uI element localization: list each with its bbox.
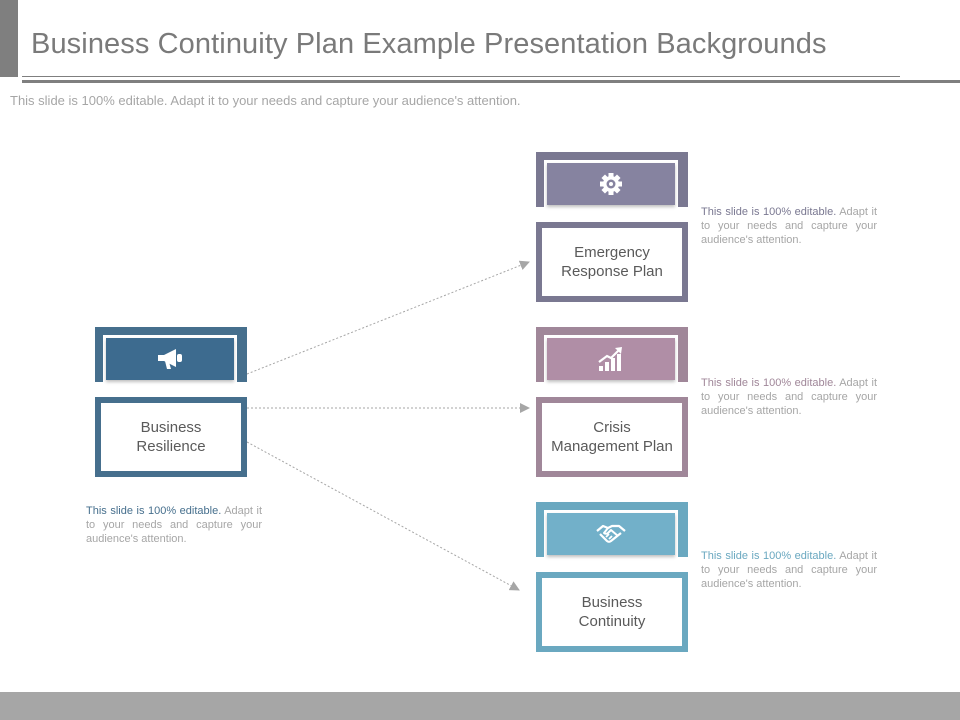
title-rule-thick [22, 80, 960, 83]
node-emergency-box: Emergency Response Plan [536, 222, 688, 302]
megaphone-icon [106, 338, 234, 380]
node-crisis-band [536, 327, 688, 383]
handshake-icon [547, 513, 675, 555]
desc-emergency-response-plan: This slide is 100% editable. Adapt it to… [701, 205, 877, 247]
node-resilience-box: Business Resilience [95, 397, 247, 477]
gear-icon [547, 163, 675, 205]
title-rule-thin [22, 76, 900, 77]
desc-emergency-rest: Adapt it to your needs and capture your … [701, 206, 878, 246]
title-accent-tab [0, 0, 18, 77]
node-resilience-label: Business Resilience [136, 419, 206, 455]
desc-emergency-lead: This slide is 100% editable. [701, 206, 837, 218]
node-emergency-label: Emergency Response Plan [561, 244, 663, 280]
node-crisis-box: Crisis Management Plan [536, 397, 688, 477]
desc-business-resilience: This slide is 100% editable. Adapt it to… [86, 504, 262, 546]
desc-continuity-lead: This slide is 100% editable. [701, 550, 837, 562]
desc-continuity-rest: Adapt it to your needs and capture your … [701, 550, 878, 590]
desc-resilience-rest: Adapt it to your needs and capture your … [86, 505, 263, 545]
desc-crisis-lead: This slide is 100% editable. [701, 377, 837, 389]
slide-title: Business Continuity Plan Example Present… [31, 28, 827, 60]
footer-bar [0, 692, 960, 720]
slide-subtitle: This slide is 100% editable. Adapt it to… [10, 93, 521, 108]
arrow-to-emergency [246, 260, 530, 375]
arrow-to-continuity [246, 441, 520, 591]
node-resilience-band [95, 327, 247, 383]
node-continuity-band [536, 502, 688, 558]
desc-crisis-rest: Adapt it to your needs and capture your … [701, 377, 878, 417]
node-continuity-box: Business Continuity [536, 572, 688, 652]
node-continuity-label: Business Continuity [578, 594, 646, 630]
desc-crisis-management-plan: This slide is 100% editable. Adapt it to… [701, 376, 877, 418]
node-crisis-label: Crisis Management Plan [551, 419, 673, 455]
desc-resilience-lead: This slide is 100% editable. [86, 505, 222, 517]
growth-chart-icon [547, 338, 675, 380]
node-emergency-band [536, 152, 688, 208]
desc-business-continuity: This slide is 100% editable. Adapt it to… [701, 549, 877, 591]
